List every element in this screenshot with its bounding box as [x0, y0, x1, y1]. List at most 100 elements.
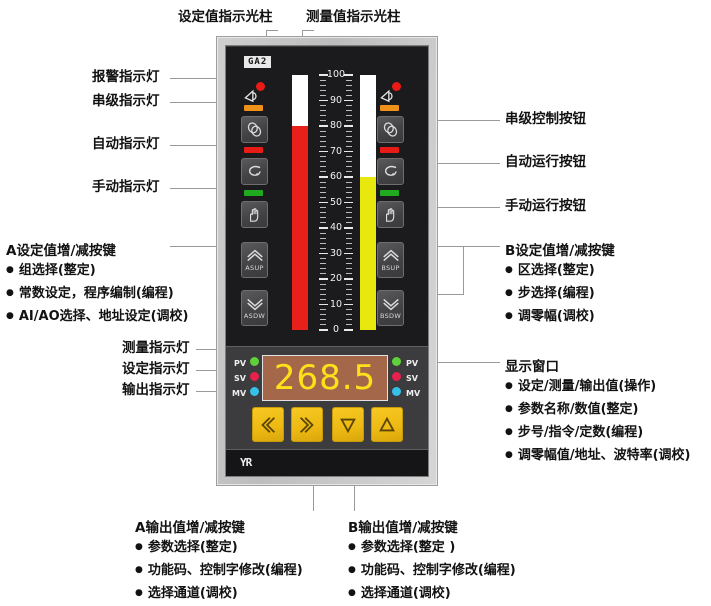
- group-b-setpoint-item-2: 调零幅(调校): [505, 306, 595, 329]
- group-b-output-item-1: 功能码、控制字修改(编程): [348, 560, 516, 583]
- tick-major: [319, 99, 328, 102]
- label-setpoint-lamp: 设定指示灯: [122, 361, 190, 377]
- leader-manual-button: [434, 207, 500, 208]
- tick-minor: [320, 84, 326, 86]
- tick-major: [319, 278, 328, 280]
- tick-minor: [346, 79, 352, 81]
- group-b-output-title: B输出值增/减按键: [348, 520, 458, 536]
- tick-minor: [346, 166, 352, 168]
- tick-major: [319, 201, 328, 204]
- tick-major: [319, 150, 328, 153]
- tick-minor: [320, 298, 326, 300]
- tick-minor: [346, 135, 352, 137]
- manual-button-right[interactable]: [377, 201, 404, 228]
- group-a-setpoint-item-2: AI/AO选择、地址设定(调校): [6, 306, 189, 329]
- triangle-up-icon: [379, 416, 395, 431]
- auto-button-left[interactable]: [241, 158, 268, 185]
- label-cascade-button: 串级控制按钮: [505, 111, 586, 127]
- tick-minor: [346, 196, 352, 198]
- b-output-increase-button[interactable]: [371, 407, 403, 442]
- bell-icon-right: [380, 89, 393, 103]
- tick-minor: [320, 263, 326, 265]
- tick-minor: [346, 222, 352, 224]
- b-output-decrease-button[interactable]: [332, 407, 364, 442]
- tick-minor: [320, 268, 326, 270]
- alarm-lamp-left: [256, 82, 265, 91]
- auto-button-right[interactable]: [377, 158, 404, 185]
- tick-label: 50: [329, 196, 343, 208]
- tick-minor: [346, 298, 352, 300]
- tick-minor: [320, 237, 326, 239]
- tick-major: [319, 74, 328, 76]
- tick-minor: [346, 161, 352, 163]
- tick-minor: [320, 283, 326, 285]
- label-measure-bargraph: 测量值指示光柱: [306, 9, 401, 25]
- b-setpoint-up-button[interactable]: BSUP: [377, 242, 404, 278]
- tick-major: [344, 329, 353, 331]
- setpoint-bar-fill: [292, 126, 308, 330]
- leader-setpoint-h: [266, 30, 278, 31]
- leader-display-window: [395, 362, 500, 363]
- leader-cascade-button: [434, 120, 500, 121]
- label-output-lamp: 输出指示灯: [122, 382, 190, 398]
- leader-cascade: [170, 102, 232, 103]
- tick-minor: [320, 115, 326, 117]
- manual-lamp-right: [380, 190, 399, 196]
- group-b-output-items: 参数选择(整定 ) 功能码、控制字修改(编程) 选择通道(调校): [348, 537, 516, 606]
- hand-icon-right: [385, 207, 394, 222]
- group-display-item-1: 参数名称/数值(整定): [505, 399, 691, 422]
- tick-minor: [346, 130, 352, 132]
- group-a-output-item-0: 参数选择(整定): [135, 537, 303, 560]
- tick-label: 80: [329, 120, 343, 131]
- tick-minor: [346, 273, 352, 275]
- alarm-lamp-right: [392, 82, 401, 91]
- label-alarm-lamp: 报警指示灯: [92, 69, 160, 85]
- tick-minor: [346, 186, 352, 188]
- tick-label: 0: [332, 324, 340, 335]
- tick-major: [344, 252, 353, 255]
- sv-lamp-left: [250, 372, 259, 381]
- leader-manual: [170, 188, 232, 189]
- group-a-output-items: 参数选择(整定) 功能码、控制字修改(编程) 选择通道(调校): [135, 537, 303, 606]
- instrument-bezel: GA2: [225, 45, 429, 477]
- manual-button-left[interactable]: [241, 201, 268, 228]
- tick-minor: [320, 191, 326, 193]
- tick-major: [319, 125, 328, 127]
- cascade-button-left[interactable]: [241, 116, 268, 143]
- a-output-decrease-button[interactable]: [252, 407, 284, 442]
- tick-minor: [320, 232, 326, 234]
- pv-label-left: PV: [234, 359, 247, 368]
- tick-minor: [346, 171, 352, 173]
- tick-minor: [346, 293, 352, 295]
- cascade-button-right[interactable]: [377, 116, 404, 143]
- tick-minor: [346, 140, 352, 142]
- a-setpoint-up-button[interactable]: ASUP: [241, 242, 268, 278]
- b-setpoint-down-label: BSDW: [379, 312, 402, 320]
- a-setpoint-down-button[interactable]: ASDW: [241, 290, 268, 326]
- cascade-lamp-left: [244, 105, 263, 111]
- tick-major: [319, 176, 328, 178]
- label-auto-button: 自动运行按钮: [505, 154, 586, 170]
- tick-minor: [346, 145, 352, 147]
- cascade-lamp-right: [380, 105, 399, 111]
- pv-label-right: PV: [406, 359, 419, 368]
- tick-minor: [320, 161, 326, 163]
- b-setpoint-down-button[interactable]: BSDW: [377, 290, 404, 326]
- double-chevron-up-icon-b: [382, 249, 399, 262]
- tick-major: [344, 150, 353, 153]
- tick-minor: [346, 115, 352, 117]
- a-output-increase-button[interactable]: [291, 407, 323, 442]
- group-a-setpoint-title: A设定值增/减按键: [6, 243, 116, 259]
- triangle-down-icon: [340, 418, 356, 433]
- double-chevron-down-icon-b: [382, 298, 399, 311]
- tick-major: [344, 176, 353, 178]
- group-b-output-item-2: 选择通道(调校): [348, 583, 516, 606]
- instrument-panel: GA2: [216, 36, 438, 486]
- mv-lamp-right: [392, 387, 401, 396]
- tick-minor: [346, 268, 352, 270]
- double-chevron-down-icon-a: [246, 298, 263, 311]
- tick-minor: [346, 232, 352, 234]
- tick-minor: [320, 217, 326, 219]
- tick-minor: [320, 309, 326, 311]
